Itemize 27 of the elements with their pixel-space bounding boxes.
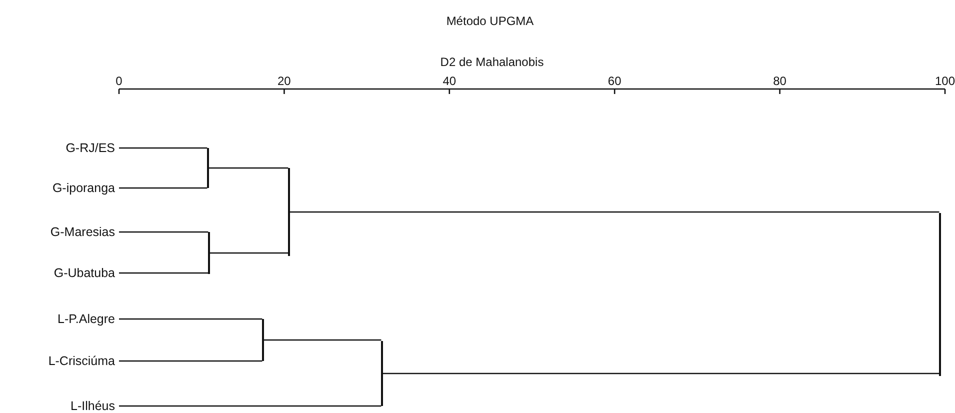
dendrogram-branch bbox=[119, 187, 208, 189]
tick-label: 80 bbox=[773, 74, 786, 88]
leaf-label: G-iporanga bbox=[52, 180, 115, 196]
dendrogram-branch bbox=[290, 211, 940, 213]
dendrogram-branch bbox=[119, 405, 382, 407]
dendrogram-branch bbox=[264, 339, 382, 341]
dendrogram-branch bbox=[119, 231, 208, 233]
tick-label: 60 bbox=[608, 74, 622, 88]
tick-label: 100 bbox=[934, 74, 955, 88]
dendrogram-branch bbox=[119, 272, 208, 274]
tick-label: 0 bbox=[116, 74, 122, 88]
leaf-label: L-P.Alegre bbox=[58, 311, 115, 327]
chart-title: Método UPGMA bbox=[446, 14, 534, 28]
dendrogram-branch bbox=[119, 147, 208, 149]
dendrogram-branch bbox=[210, 252, 288, 254]
leaf-label: G-Ubatuba bbox=[54, 265, 115, 281]
axis-title: D2 de Mahalanobis bbox=[440, 55, 544, 69]
tick-label: 40 bbox=[442, 74, 456, 88]
dendrogram-branch bbox=[382, 372, 940, 374]
tick-label: 20 bbox=[278, 74, 291, 88]
leaf-label: G-Maresias bbox=[50, 224, 115, 240]
leaf-label: G-RJ/ES bbox=[66, 140, 115, 156]
leaf-label: L-Ilhéus bbox=[70, 398, 115, 413]
dendrogram-branch bbox=[119, 360, 262, 362]
leaf-label: L-Crisciúma bbox=[48, 353, 115, 369]
dendrogram-branch bbox=[119, 318, 262, 320]
dendrogram-branch bbox=[208, 167, 288, 169]
